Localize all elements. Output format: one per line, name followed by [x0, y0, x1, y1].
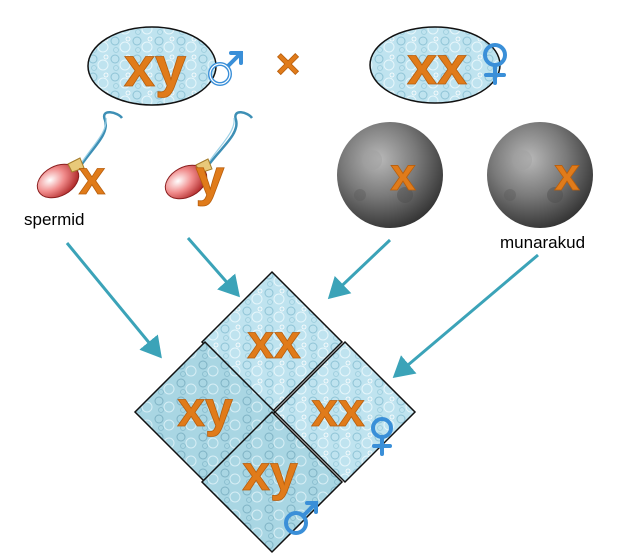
sperm-1-chromosome: x [79, 152, 106, 205]
egg-label: munarakud [500, 233, 585, 252]
sperm-label: spermid [24, 210, 84, 229]
offspring-tile-bottom: xy [200, 410, 344, 554]
female-symbol-icon [483, 43, 507, 85]
parent-female: xx [369, 26, 501, 104]
arrow-sperm1-to-left [65, 242, 162, 359]
arrow-egg1-to-top [327, 238, 392, 300]
cross-sign: × [276, 40, 301, 87]
male-symbol-icon [208, 51, 243, 86]
offspring-right-genotype: xx [311, 384, 365, 437]
egg-cell-icon [337, 122, 443, 228]
sperm-cell-icon [164, 111, 254, 200]
offspring-left-genotype: xy [177, 381, 233, 437]
egg-cell-icon [487, 122, 593, 228]
male-symbol-icon [284, 501, 318, 535]
offspring-top-genotype: xx [247, 316, 301, 369]
arrow-sperm2-to-top [186, 237, 240, 298]
sperm-2-chromosome: y [196, 149, 225, 207]
female-symbol-icon [371, 417, 393, 456]
parent-female-genotype: xx [407, 36, 467, 96]
egg-1-chromosome: x [390, 148, 416, 200]
sperm-cell-icon [36, 111, 124, 199]
egg-2-chromosome: x [554, 148, 580, 200]
offspring-bottom-genotype: xy [242, 445, 298, 501]
arrow-egg2-to-right [392, 253, 539, 378]
parent-male: xy [87, 26, 217, 106]
parent-male-genotype: xy [124, 35, 186, 98]
